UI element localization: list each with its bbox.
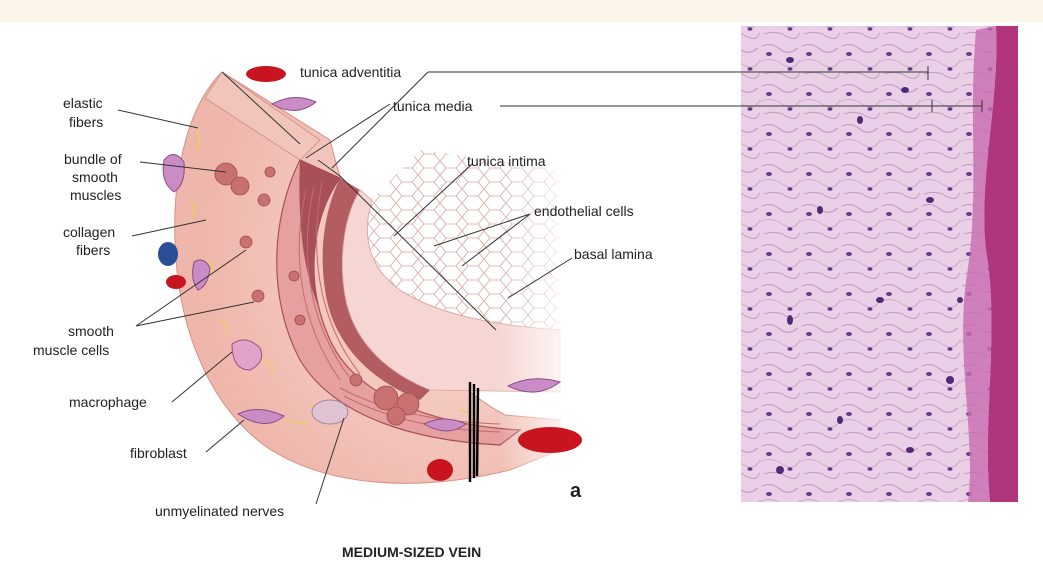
- label-collagen-2: fibers: [76, 242, 110, 258]
- media-dark-band: [299, 160, 340, 306]
- label-fibroblast: fibroblast: [130, 445, 187, 461]
- blue-cell: [158, 242, 178, 266]
- collagen-cell: [192, 259, 211, 291]
- red-blood-cells: [166, 66, 582, 481]
- right-fade: [500, 60, 580, 480]
- nerve-bundle: [311, 399, 349, 425]
- fibroblast-cell: [236, 409, 285, 424]
- label-elastic-fibers-2: fibers: [69, 114, 103, 130]
- label-bundle-3: muscles: [70, 187, 121, 203]
- label-collagen-1: collagen: [63, 224, 115, 240]
- diagram-labels: tunica adventitia tunica media tunica in…: [33, 64, 653, 560]
- top-band: [0, 0, 1043, 22]
- label-bundle-1: bundle of: [64, 151, 122, 167]
- label-tunica-adventitia: tunica adventitia: [300, 64, 401, 80]
- macrophage-cell: [231, 339, 263, 371]
- fibroblast-cell-top: [270, 97, 317, 111]
- pen-annotation: [468, 382, 480, 482]
- label-smooth-muscle-2: muscle cells: [33, 342, 109, 358]
- bundle-cell-left: [162, 154, 185, 193]
- label-endothelial-cells: endothelial cells: [534, 203, 634, 219]
- histology-micrograph: [741, 26, 1018, 502]
- smooth-muscle-bundles: [214, 162, 420, 426]
- label-smooth-muscle-1: smooth: [68, 323, 114, 339]
- figure-caption: MEDIUM-SIZED VEIN: [342, 544, 481, 560]
- label-tunica-intima: tunica intima: [467, 153, 546, 169]
- label-macrophage: macrophage: [69, 394, 147, 410]
- label-unmyelinated-nerves: unmyelinated nerves: [155, 503, 284, 519]
- label-basal-lamina: basal lamina: [574, 246, 653, 262]
- media-texture: [298, 181, 501, 433]
- label-elastic-fibers-1: elastic: [63, 95, 103, 111]
- fibroblast-cell-right: [506, 378, 562, 393]
- label-bundle-2: smooth: [72, 169, 118, 185]
- inner-elastic-band: [322, 178, 430, 400]
- label-tunica-media: tunica media: [393, 98, 473, 114]
- leader-lines: [117, 66, 983, 505]
- panel-letter: a: [570, 480, 582, 502]
- vein-cross-section: [158, 60, 582, 484]
- fibroblast-cell-bottom: [422, 418, 467, 432]
- cells: [162, 97, 562, 432]
- histology-nuclei: [776, 57, 963, 474]
